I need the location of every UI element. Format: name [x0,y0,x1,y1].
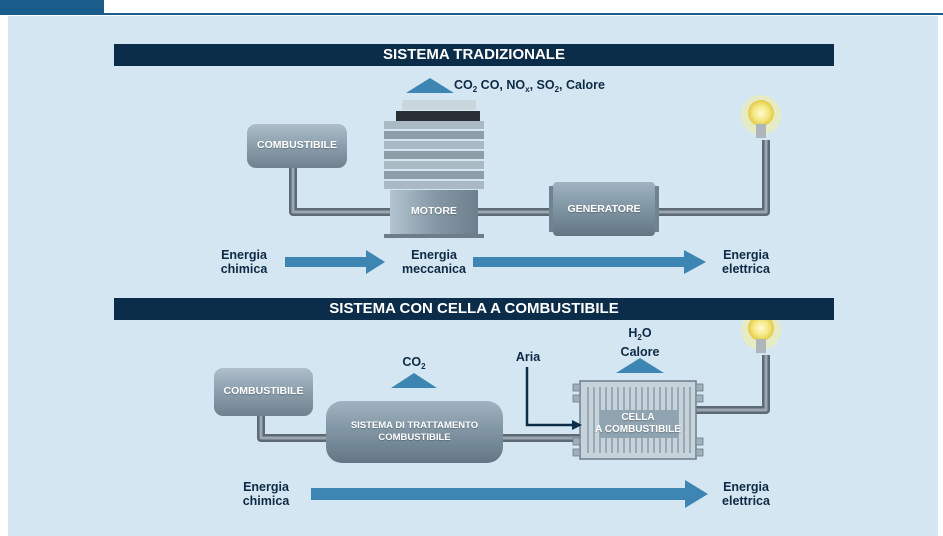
header-rule [0,13,943,15]
trad-pipes [289,140,770,216]
motore-engine [384,100,484,238]
header-tab [0,0,104,14]
fc-h2o-arrow [616,358,664,373]
trad-bulb-icon [741,95,781,138]
trattamento-box [326,401,503,463]
trad-emission-arrow [406,78,454,93]
generatore-label: GENERATORE [567,203,641,215]
trad-emissions-label: CO2 CO, NOx, SO2, Calore [454,78,605,94]
generatore-box [549,182,659,236]
fc-flow-arrow [311,480,708,508]
motore-label: MOTORE [411,205,457,217]
fc-combustibile-box [214,368,313,416]
trad-combustibile-label: COMBUSTIBILE [257,139,337,151]
trad-banner: SISTEMA TRADIZIONALE [114,44,834,66]
fc-bulb-icon [741,310,781,353]
fc-combustibile-label: COMBUSTIBILE [223,385,304,397]
trad-flow-arrows [285,250,706,274]
fc-co2-label: CO2 [402,355,426,371]
fc-co2-arrow [391,373,437,388]
aria-label: Aria [515,350,541,364]
fc-banner: SISTEMA CON CELLA A COMBUSTIBILE [114,298,834,320]
trad-combustibile-box [247,124,347,168]
cella-fuel-cell [572,380,704,460]
aria-arrow [525,367,574,427]
